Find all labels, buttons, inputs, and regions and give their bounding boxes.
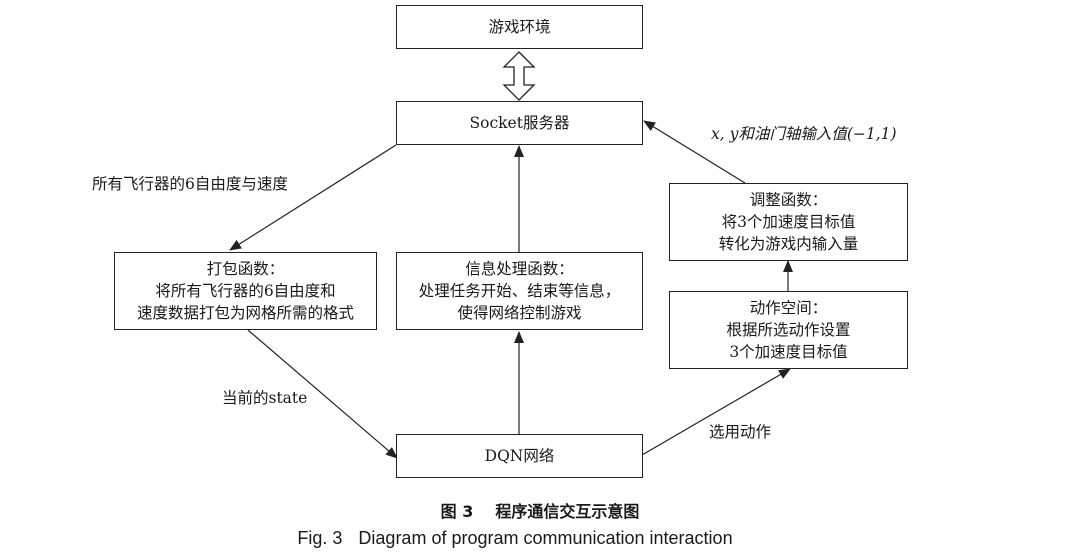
- pack-function-title: 打包函数：: [206, 260, 285, 278]
- game-environment-label: 游戏环境: [488, 18, 551, 36]
- edge-label-socket-to-pack: 所有飞行器的6自由度与速度: [92, 175, 288, 193]
- figure-title-chinese: 程序通信交互示意图: [495, 502, 640, 521]
- info-function-title: 信息处理函数：: [465, 260, 574, 278]
- figure-caption-english: Fig. 3 Diagram of program communication i…: [0, 528, 1030, 549]
- action-space-title: 动作空间：: [749, 299, 828, 317]
- figure-number-chinese: 图 3: [440, 502, 474, 521]
- edge-label-pack-to-dqn: 当前的state: [222, 389, 308, 407]
- info-function-line: 使得网络控制游戏: [457, 304, 582, 322]
- info-function-box: 信息处理函数： 处理任务开始、结束等信息， 使得网络控制游戏: [396, 252, 643, 330]
- game-environment-box: 游戏环境: [396, 5, 643, 49]
- edge-dqn-to-action: [641, 368, 791, 456]
- pack-function-line: 速度数据打包为网格所需的格式: [136, 304, 354, 322]
- socket-server-box: Socket服务器: [396, 101, 643, 145]
- figure-caption-chinese: 图 3 程序通信交互示意图: [0, 498, 1080, 522]
- bidirectional-arrow: [502, 51, 536, 101]
- adjust-function-box: 调整函数： 将3个加速度目标值 转化为游戏内输入量: [669, 183, 908, 261]
- figure-title-english: Diagram of program communication interac…: [358, 528, 733, 548]
- action-space-line: 3个加速度目标值: [729, 343, 848, 361]
- edge-pack-to-dqn: [247, 329, 398, 459]
- dqn-network-label: DQN网络: [484, 447, 555, 465]
- adjust-function-line: 将3个加速度目标值: [721, 213, 856, 231]
- pack-function-line: 将所有飞行器的6自由度和: [155, 282, 336, 300]
- adjust-function-title: 调整函数：: [749, 191, 828, 209]
- action-space-box: 动作空间： 根据所选动作设置 3个加速度目标值: [669, 291, 908, 369]
- edge-label-adjust-to-socket: x, y和油门轴输入值(−1,1): [711, 125, 897, 143]
- edge-label-dqn-to-action: 选用动作: [709, 423, 772, 441]
- dqn-network-box: DQN网络: [396, 434, 643, 478]
- pack-function-box: 打包函数： 将所有飞行器的6自由度和 速度数据打包为网格所需的格式: [114, 252, 377, 330]
- edge-adjust-to-socket: [643, 120, 746, 184]
- adjust-function-line: 转化为游戏内输入量: [718, 235, 859, 253]
- figure-number-english: Fig. 3: [297, 528, 343, 548]
- action-space-line: 根据所选动作设置: [726, 321, 851, 339]
- info-function-line: 处理任务开始、结束等信息，: [418, 282, 621, 300]
- socket-server-label: Socket服务器: [469, 114, 570, 132]
- edge-socket-to-pack: [229, 144, 397, 251]
